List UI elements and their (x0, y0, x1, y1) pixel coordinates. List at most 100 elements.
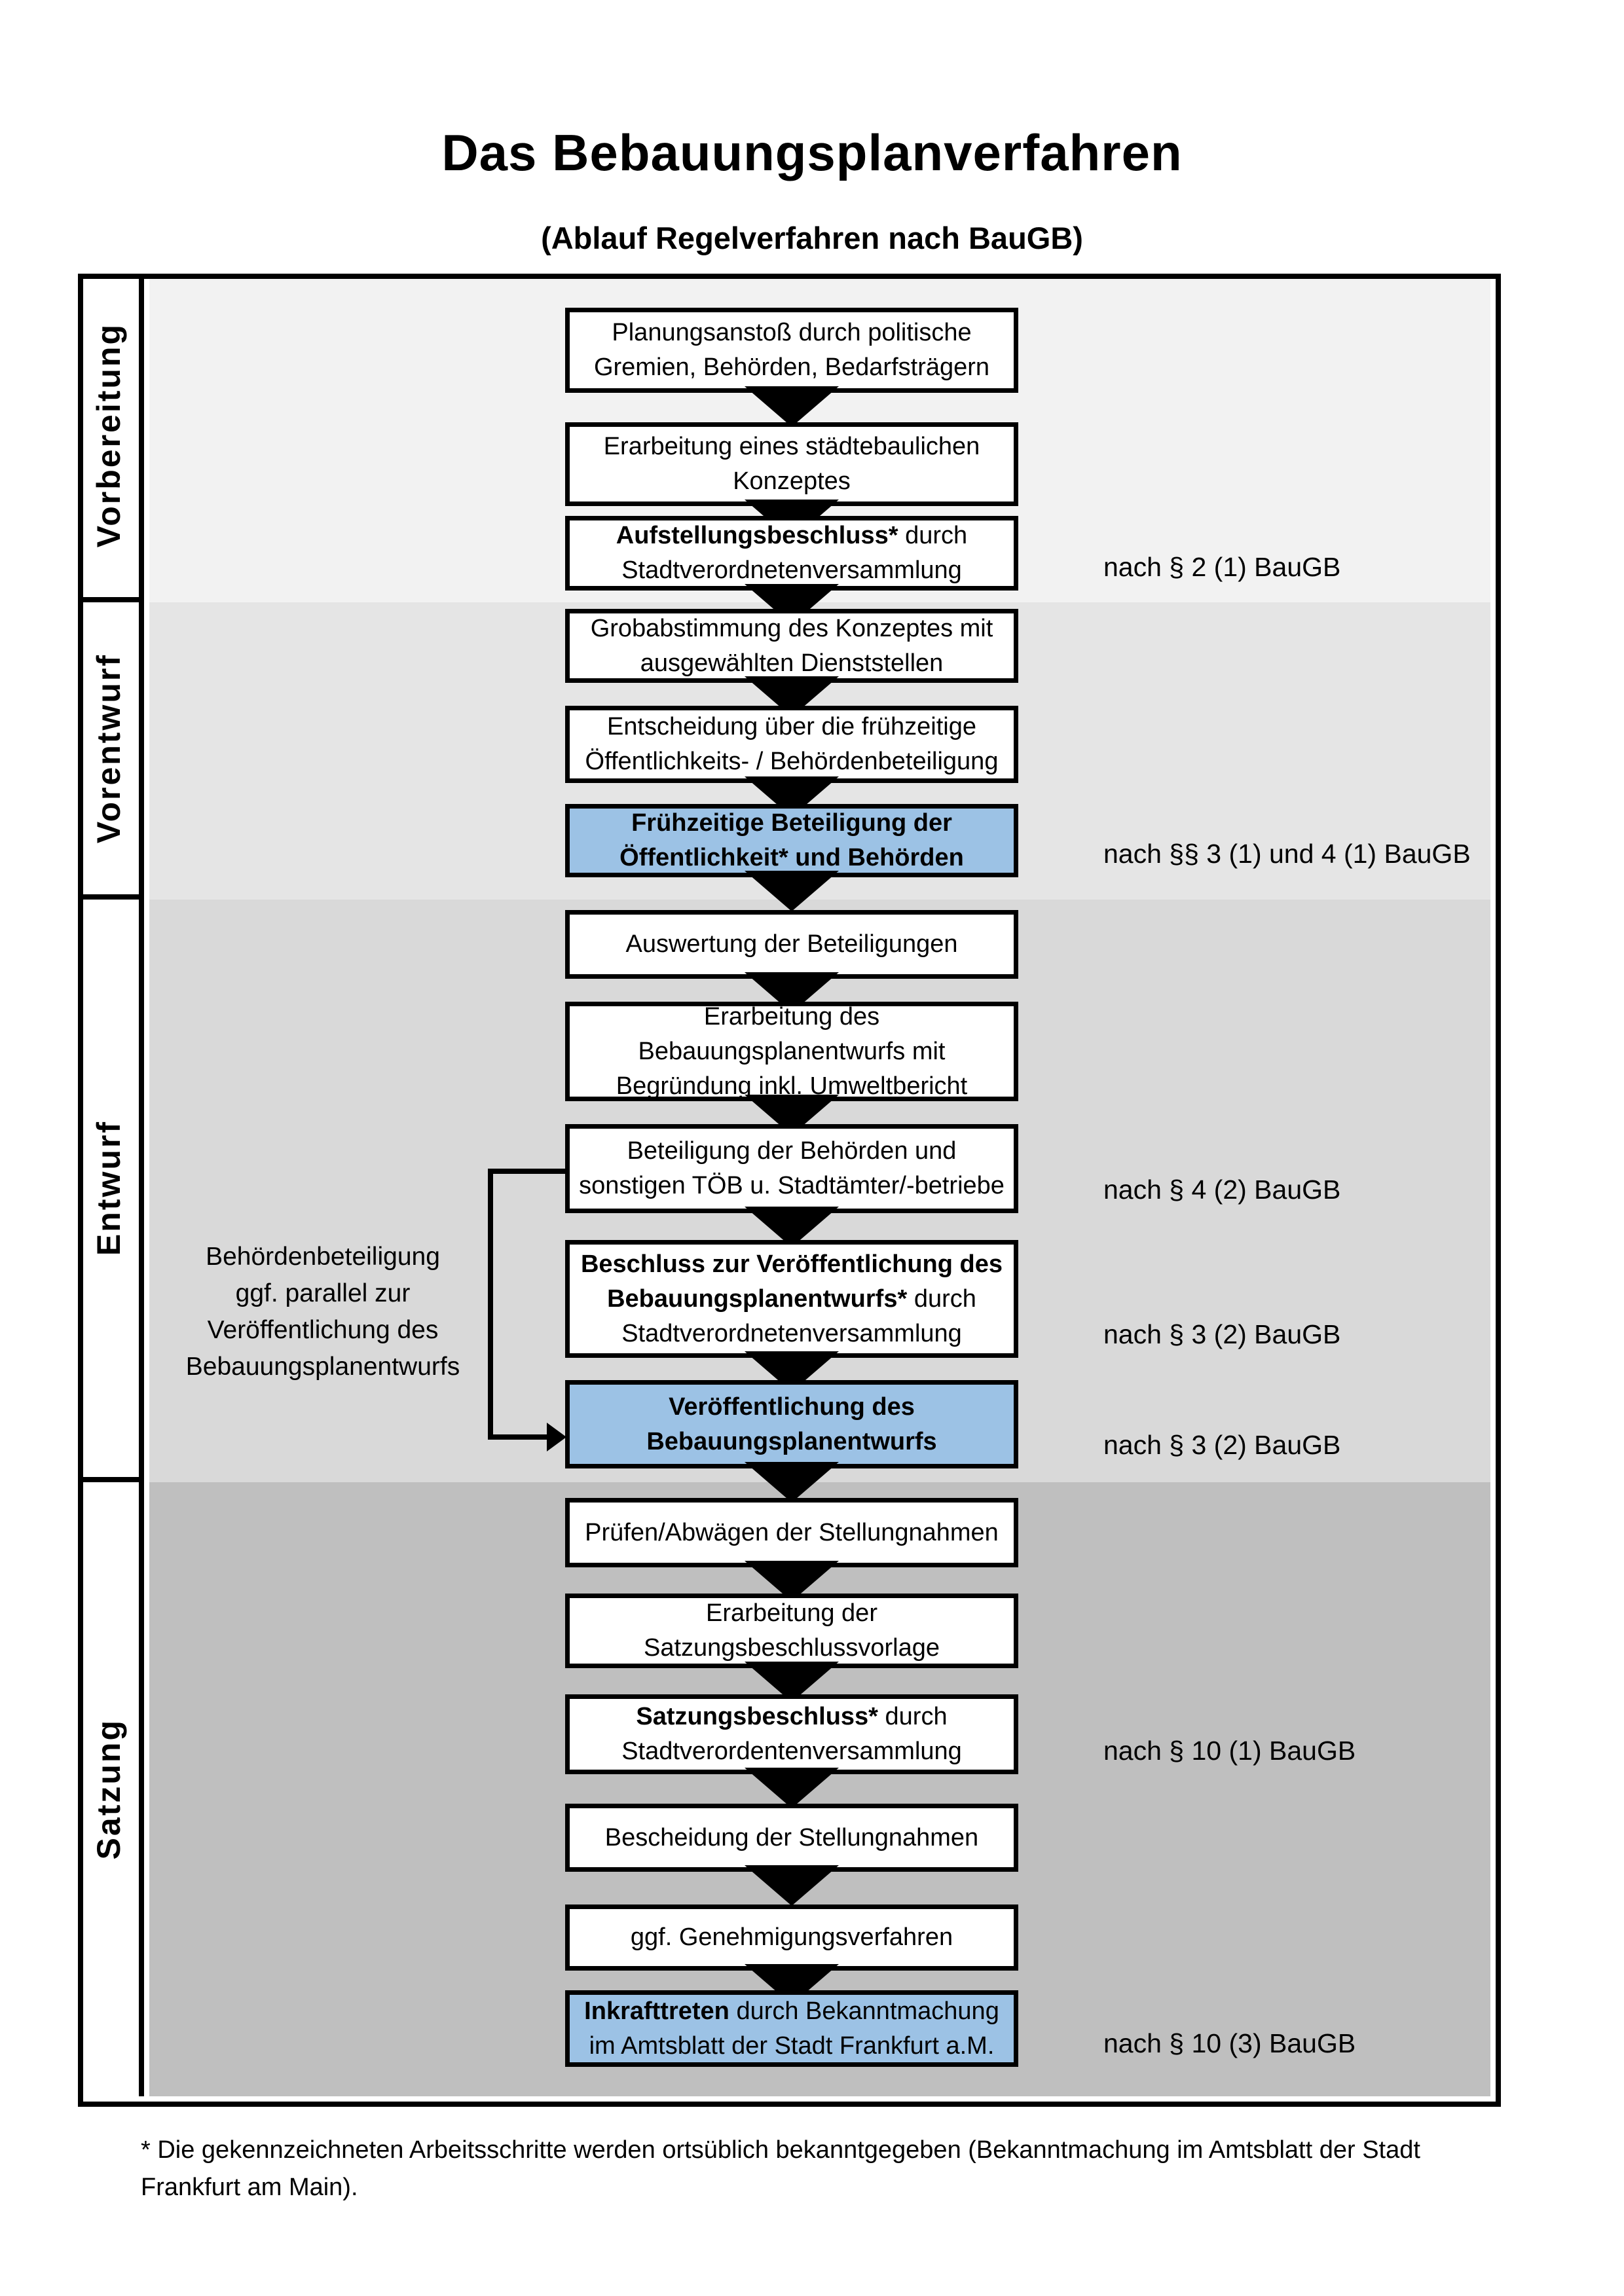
connector-stub-bottom (488, 1434, 551, 1440)
flow-arrow-down-icon (745, 1462, 839, 1503)
step-line: Bebauungsplanentwurfs* durch (607, 1282, 976, 1317)
step-text: Erarbeitung eines städtebaulichen (603, 433, 980, 460)
step-line: ggf. Genehmigungsverfahren (631, 1920, 953, 1955)
footnote-line: * Die gekennzeichneten Arbeitsschritte w… (141, 2136, 1420, 2164)
connector-arrowhead-icon (547, 1423, 566, 1451)
step-line: Frühzeitige Beteiligung der (631, 806, 952, 841)
step-line: Aufstellungsbeschluss* durch (616, 519, 967, 553)
step-beteiligung-behoerden: Beteiligung der Behörden und sonstigen TÖ… (565, 1124, 1018, 1213)
step-line: ausgewählten Dienststellen (640, 646, 944, 681)
step-line: Grobabstimmung des Konzeptes mit (591, 611, 993, 646)
step-text: Stadtverordnetenversammlung (621, 556, 962, 584)
step-text: Erarbeitung der (706, 1599, 877, 1627)
step-line: Gremien, Behörden, Bedarfsträgern (594, 350, 989, 385)
step-text: ausgewählten Dienststellen (640, 649, 944, 677)
flow-arrow-down-icon (745, 1865, 839, 1906)
step-text: Stadtverordnetenversammlung (621, 1319, 962, 1347)
step-line: Stadtverordnetenversammlung (621, 1317, 962, 1351)
step-text: Erarbeitung des (703, 1002, 880, 1030)
law-note-aufstellungsbeschluss: nach § 2 (1) BauGB (1103, 552, 1341, 582)
step-text: durch (877, 1703, 948, 1730)
phase-cell-vorbereitung: Vorbereitung (78, 274, 144, 602)
footnote-line: Frankfurt am Main). (141, 2174, 358, 2201)
footnote: * Die gekennzeichneten Arbeitsschritte w… (141, 2132, 1529, 2206)
step-text: Planungsanstoß durch politische (612, 319, 972, 346)
step-text: Satzungsbeschlussvorlage (643, 1634, 940, 1662)
step-genehmigungsverfahren: ggf. Genehmigungsverfahren (565, 1904, 1018, 1971)
law-note-satzungsbeschluss: nach § 10 (1) BauGB (1103, 1736, 1356, 1766)
step-line: Entscheidung über die frühzeitige (607, 710, 976, 744)
step-bescheidung-stellungnahmen: Bescheidung der Stellungnahmen (565, 1804, 1018, 1872)
step-line: Beteiligung der Behörden und (627, 1134, 957, 1169)
law-note-fruehzeitige-beteiligung: nach §§ 3 (1) und 4 (1) BauGB (1103, 839, 1471, 869)
step-line: sonstigen TÖB u. Stadtämter/-betriebe (579, 1169, 1005, 1203)
step-line: Stadtverordentenversammlung (621, 1734, 962, 1769)
step-line: Erarbeitung der (706, 1596, 877, 1631)
step-text: im Amtsblatt der Stadt Frankfurt a.M. (589, 2032, 995, 2060)
step-line: Satzungsbeschluss* durch (636, 1700, 947, 1734)
step-text: Öffentlichkeit* und Behörden (619, 844, 964, 871)
step-text: Auswertung der Beteiligungen (625, 930, 958, 958)
step-text: durch (898, 522, 968, 549)
step-line: Inkrafttreten durch Bekanntmachung (584, 1994, 999, 2029)
phase-cell-entwurf: Entwurf (78, 900, 144, 1482)
step-line: Bebauungsplanentwurfs mit (638, 1034, 946, 1069)
side-note-line: ggf. parallel zur (235, 1279, 411, 1307)
phase-label-vorentwurf: Vorentwurf (90, 653, 127, 844)
flow-arrow-down-icon (745, 1768, 839, 1808)
step-text: durch Bekanntmachung (729, 1997, 999, 2025)
step-line: Beschluss zur Veröffentlichung des (581, 1247, 1003, 1282)
step-text: Veröffentlichung des (669, 1393, 915, 1421)
connector-vertical-line (488, 1169, 493, 1440)
step-auswertung-beteiligungen: Auswertung der Beteiligungen (565, 910, 1018, 979)
step-line: im Amtsblatt der Stadt Frankfurt a.M. (589, 2029, 995, 2064)
step-text: Grobabstimmung des Konzeptes mit (590, 614, 993, 642)
flow-arrow-down-icon (745, 386, 839, 427)
phase-cell-vorentwurf: Vorentwurf (78, 602, 144, 900)
phase-label-satzung: Satzung (90, 1719, 127, 1860)
step-line: Auswertung der Beteiligungen (625, 927, 957, 962)
step-text: Entscheidung über die frühzeitige (606, 713, 977, 740)
step-text: Aufstellungsbeschluss* (616, 522, 898, 549)
step-grobabstimmung: Grobabstimmung des Konzeptes mit ausgewäh… (565, 609, 1018, 683)
step-text: Satzungsbeschluss* (636, 1703, 878, 1730)
step-text: Inkrafttreten (584, 1997, 729, 2025)
side-note-line: Bebauungsplanentwurfs (185, 1353, 460, 1381)
law-note-veroeffentlichung-entwurf: nach § 3 (2) BauGB (1103, 1430, 1341, 1460)
step-line: Satzungsbeschlussvorlage (644, 1631, 940, 1666)
law-note-beteiligung-behoerden: nach § 4 (2) BauGB (1103, 1175, 1341, 1205)
step-text: ggf. Genehmigungsverfahren (630, 1923, 953, 1951)
step-line: Bebauungsplanentwurfs (646, 1425, 936, 1459)
phase-label-vorbereitung: Vorbereitung (90, 323, 127, 548)
step-line: Veröffentlichung des (669, 1390, 915, 1425)
page-subtitle: (Ablauf Regelverfahren nach BauGB) (541, 221, 1083, 255)
step-text: Bebauungsplanentwurfs mit (638, 1037, 946, 1065)
law-note-beschluss-veroeffentlichung: nach § 3 (2) BauGB (1103, 1319, 1341, 1349)
step-text: Gremien, Behörden, Bedarfsträgern (593, 354, 990, 381)
step-text: Bescheidung der Stellungnahmen (604, 1823, 979, 1851)
step-text: Beteiligung der Behörden und (627, 1137, 957, 1165)
page-title: Das Bebauungsplanverfahren (441, 124, 1183, 181)
step-line: Öffentlichkeit* und Behörden (619, 841, 964, 875)
law-note-inkrafttreten: nach § 10 (3) BauGB (1103, 2028, 1356, 2058)
connector-stub-top (488, 1169, 565, 1174)
step-line: Öffentlichkeits- / Behördenbeteiligung (585, 744, 999, 779)
step-text: Bebauungsplanentwurfs* (607, 1285, 908, 1313)
step-line: Stadtverordnetenversammlung (621, 553, 962, 588)
flow-arrow-down-icon (745, 871, 839, 911)
step-line: Erarbeitung eines städtebaulichen (604, 429, 980, 464)
side-note-line: Veröffentlichung des (207, 1316, 439, 1344)
step-text: Öffentlichkeits- / Behördenbeteiligung (585, 748, 999, 775)
step-line: Bescheidung der Stellungnahmen (605, 1821, 978, 1855)
